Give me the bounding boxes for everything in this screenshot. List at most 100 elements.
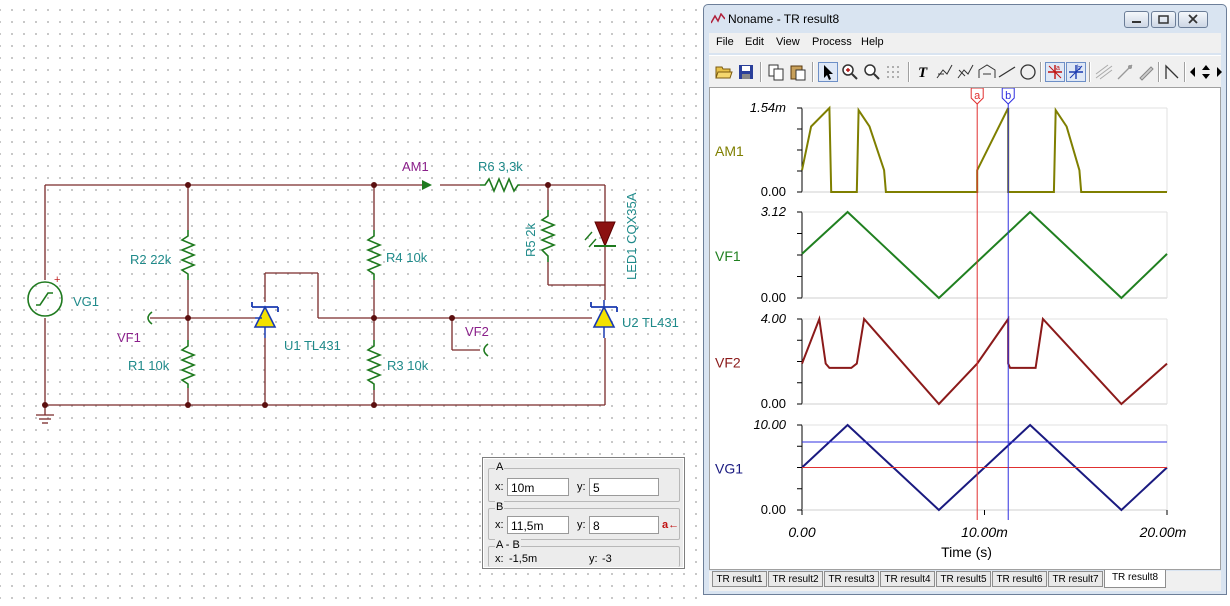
cursor-b-x-field[interactable]: 11,5m: [507, 516, 569, 534]
copy-button[interactable]: [766, 62, 786, 82]
paste-icon: [790, 65, 806, 81]
y-tick-label-top: 10.00: [753, 417, 786, 432]
cursor-diff-group-label: A - B: [495, 539, 521, 551]
cursor-a-label: a: [974, 90, 981, 102]
tab-tr-result5[interactable]: TR result5: [936, 571, 991, 587]
tab-tr-result3[interactable]: TR result3: [824, 571, 879, 587]
r3-label: R3 10k: [387, 358, 429, 373]
zoom-100-icon: [864, 64, 880, 80]
r2-label: R2 22k: [130, 252, 172, 267]
series-label-vf2: VF2: [715, 355, 741, 371]
open-button[interactable]: [714, 62, 734, 82]
pen-icon: [1139, 66, 1154, 81]
schematic-drawing: + AM1 R6 3,3k R5 2k LED1 CQX35A R2 22k R…: [27, 159, 679, 424]
menu-edit[interactable]: Edit: [745, 36, 764, 48]
maximize-icon: [1158, 15, 1169, 24]
swap-cursor-button[interactable]: a←: [662, 519, 680, 531]
scroll-right-button[interactable]: [1214, 62, 1224, 82]
annotate2-tool-button[interactable]: [956, 62, 976, 82]
x-axis-label: Time (s): [941, 544, 992, 560]
toolbar-separator: [1040, 62, 1042, 82]
copy-icon: [768, 64, 784, 81]
menu-process[interactable]: Process: [812, 36, 852, 48]
r6-label: R6 3,3k: [478, 159, 523, 174]
circle-tool-button[interactable]: [1018, 62, 1038, 82]
tab-tr-result6[interactable]: TR result6: [992, 571, 1047, 587]
toolbar-separator: [908, 62, 910, 82]
cursor-a-button[interactable]: a: [1045, 62, 1065, 82]
svg-text:b: b: [1077, 65, 1081, 72]
window-title: Noname - TR result8: [728, 12, 840, 26]
chevron-right-icon: [1217, 67, 1222, 77]
u2-label: U2 TL431: [622, 315, 679, 330]
x-tick-label: 0.00: [788, 524, 815, 540]
cursor-b-y-field[interactable]: 8: [589, 516, 659, 534]
y-tick-label-top: 3.12: [761, 204, 787, 219]
cursor-a-y-field[interactable]: 5: [589, 478, 659, 496]
arrow-tool-button[interactable]: [977, 62, 997, 82]
cursor-a-x-field[interactable]: 10m: [507, 478, 569, 496]
cursor-diff-y-label: y:: [589, 553, 598, 565]
menu-view[interactable]: View: [776, 36, 800, 48]
cursor-b-x-label: x:: [495, 519, 504, 531]
pen-button[interactable]: [1136, 62, 1156, 82]
text-tool-button[interactable]: T: [914, 62, 934, 82]
zoom-in-button[interactable]: [840, 62, 860, 82]
save-button[interactable]: [736, 62, 756, 82]
app-icon: [711, 13, 725, 24]
scroll-updown-button[interactable]: [1200, 62, 1214, 82]
toolbar-separator: [1158, 62, 1160, 82]
series-line-am1: [801, 105, 1167, 193]
marker-button[interactable]: [1115, 62, 1135, 82]
vf1-label: VF1: [117, 330, 141, 345]
schematic-canvas[interactable]: + AM1 R6 3,3k R5 2k LED1 CQX35A R2 22k R…: [0, 0, 700, 601]
svg-text:a: a: [1056, 65, 1060, 72]
cursor-a-x-label: x:: [495, 481, 504, 493]
select-tool-button[interactable]: [818, 62, 838, 82]
series-line-vf1: [801, 210, 1168, 300]
step-button[interactable]: [1162, 62, 1182, 82]
x-tick-label: 10.00m: [961, 524, 1008, 540]
save-icon: [739, 65, 753, 79]
line-tool-button[interactable]: [997, 62, 1017, 82]
tab-tr-result2[interactable]: TR result2: [768, 571, 823, 587]
annotate-tool-button[interactable]: [935, 62, 955, 82]
tab-tr-result7[interactable]: TR result7: [1048, 571, 1103, 587]
u1-label: U1 TL431: [284, 338, 341, 353]
close-button[interactable]: [1178, 11, 1208, 28]
toolbar-separator: [760, 62, 762, 82]
maximize-button[interactable]: [1151, 11, 1176, 28]
chevron-updown-icon: [1202, 65, 1210, 79]
result-window: Noname - TR result8 File Edit View Proce…: [703, 4, 1227, 595]
paste-button[interactable]: [788, 62, 808, 82]
cursor-b-button[interactable]: b: [1066, 62, 1086, 82]
vf2-label: VF2: [465, 324, 489, 339]
cursor-a-y-label: y:: [577, 481, 586, 493]
grid-icon: [887, 66, 899, 78]
tab-tr-result1[interactable]: TR result1: [712, 571, 767, 587]
title-bar[interactable]: Noname - TR result8: [704, 5, 1226, 32]
tab-tr-result4[interactable]: TR result4: [880, 571, 935, 587]
cursor-diff-group: A - B x: -1,5m y: -3: [488, 539, 680, 567]
curve-style-icon: [1095, 64, 1113, 80]
close-icon: [1188, 14, 1198, 24]
pointer-icon: [824, 65, 833, 80]
cursor-readout-panel: A x: 10m y: 5 B x: 11,5m y: 8 a← A - B x…: [482, 457, 685, 569]
scroll-left-button[interactable]: [1187, 62, 1200, 82]
zoom-100-button[interactable]: [862, 62, 882, 82]
minimize-button[interactable]: [1124, 11, 1149, 28]
menu-help[interactable]: Help: [861, 36, 884, 48]
r4-label: R4 10k: [386, 250, 428, 265]
series-label-am1: AM1: [715, 143, 744, 159]
menu-file[interactable]: File: [716, 36, 734, 48]
cursor-b-marker: [1001, 87, 1015, 105]
am1-label: AM1: [402, 159, 429, 174]
line-icon: [998, 66, 1016, 78]
grid-button[interactable]: [884, 62, 904, 82]
curve-style-button[interactable]: [1094, 62, 1114, 82]
toolbar-separator: [1089, 62, 1091, 82]
chevron-left-icon: [1190, 67, 1195, 77]
arrow-tool-icon: [978, 64, 996, 78]
tab-tr-result8[interactable]: TR result8: [1104, 570, 1166, 588]
